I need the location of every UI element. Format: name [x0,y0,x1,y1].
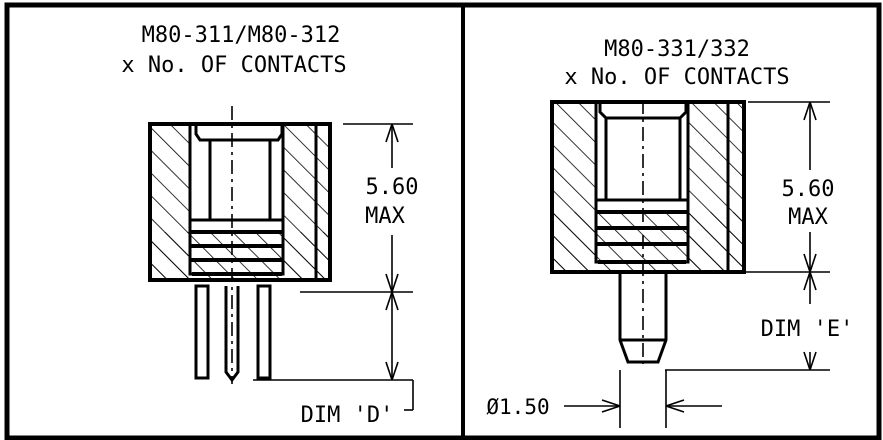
drawing-frame [4,2,882,440]
right-title-line1: M80-331/332 [604,37,750,62]
right-dimension-lines [564,101,830,428]
right-title-line2: x No. OF CONTACTS [564,65,789,90]
right-height-unit: MAX [788,205,828,230]
right-diameter-label: Ø1.50 [486,395,549,419]
left-dim-label: DIM 'D' [301,403,394,428]
left-title-line2: x No. OF CONTACTS [121,53,346,78]
left-height-value: 5.60 [366,175,419,200]
left-title-line1: M80-311/M80-312 [142,23,341,48]
right-panel: M80-331/332 x No. OF CONTACTS [486,37,853,428]
right-dim-label: DIM 'E' [761,317,854,342]
left-height-unit: MAX [365,204,405,229]
right-height-value: 5.60 [782,177,835,202]
right-connector-housing [550,100,746,364]
left-connector-housing [148,106,332,384]
left-panel: M80-311/M80-312 x No. OF CONTACTS [121,23,418,428]
left-dimension-lines [253,123,414,411]
